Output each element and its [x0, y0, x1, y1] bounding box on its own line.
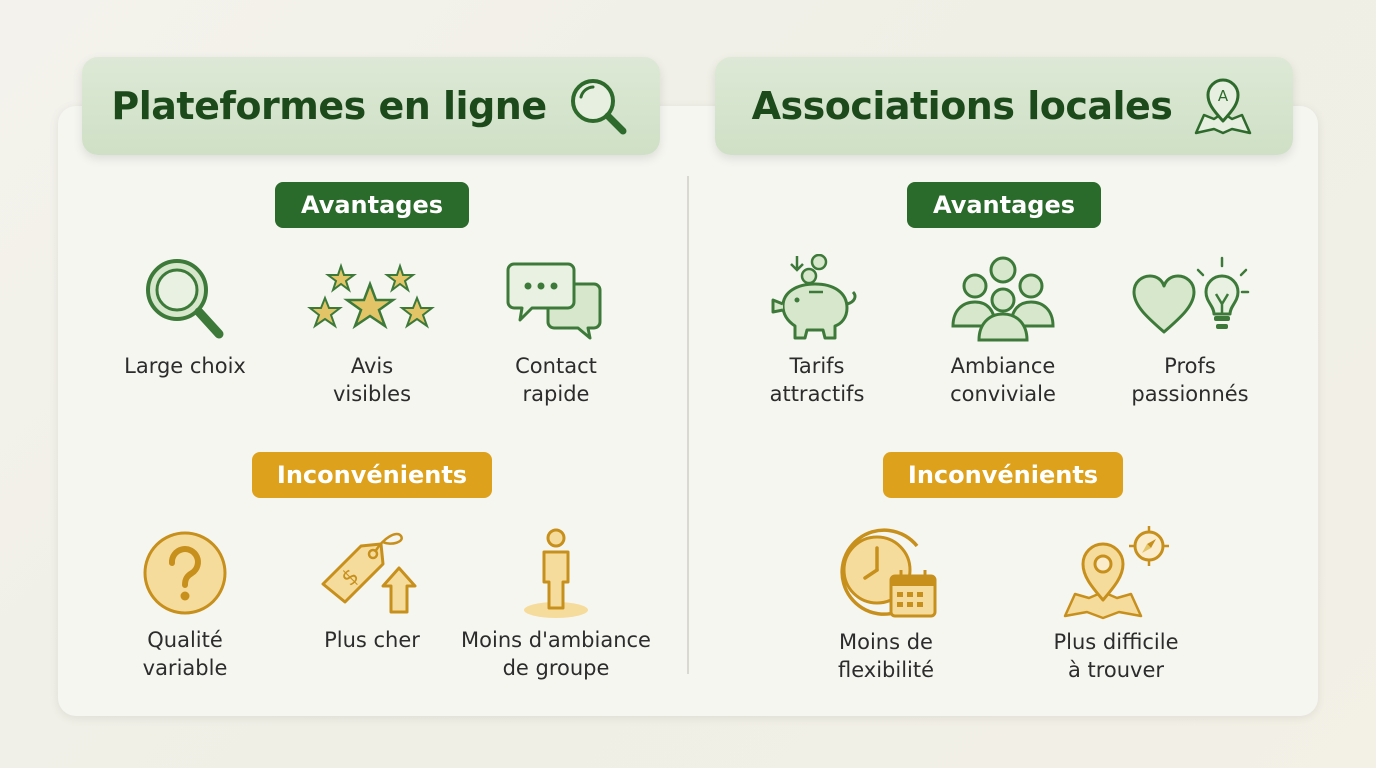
drawback-moins-flexibilite: Moins de flexibilité	[776, 524, 996, 684]
advantage-avis-visibles: Avis visibles	[262, 254, 482, 408]
label-contact-rapide: Contact rapide	[515, 354, 597, 406]
label-moins-ambiance: Moins d'ambiance de groupe	[461, 628, 651, 680]
badge-drawbacks-left: Inconvénients	[252, 452, 492, 498]
label-plus-difficile: Plus difficile à trouver	[1053, 630, 1179, 682]
label-profs-passionnes: Profs passionnés	[1131, 354, 1249, 406]
advantage-profs-passionnes: Profs passionnés	[1080, 254, 1300, 408]
price-tag-up-icon: $	[321, 532, 417, 614]
header-title-right: Associations locales	[751, 84, 1173, 128]
svg-text:A: A	[1218, 87, 1229, 105]
magnifier-icon	[146, 259, 224, 339]
label-tarifs-attractifs: Tarifs attractifs	[769, 354, 865, 406]
drawback-moins-ambiance: Moins d'ambiance de groupe	[446, 528, 666, 682]
header-local-associations: Associations locales A	[715, 57, 1293, 155]
map-pin-icon: A	[1195, 78, 1252, 135]
badge-advantages-left: Avantages	[275, 182, 469, 228]
chat-bubbles-icon	[506, 262, 602, 340]
stars-icon	[307, 262, 435, 330]
advantage-tarifs-attractifs: Tarifs attractifs	[707, 254, 927, 408]
question-icon	[143, 531, 227, 615]
drawback-plus-cher: $ Plus cher	[262, 528, 482, 654]
group-icon	[951, 256, 1055, 342]
label-plus-cher: Plus cher	[324, 628, 420, 652]
advantage-large-choix: Large choix	[75, 254, 295, 380]
clock-calendar-icon	[840, 528, 937, 618]
label-avis-visibles: Avis visibles	[332, 354, 412, 406]
heart-lightbulb-icon	[1132, 256, 1250, 334]
advantage-contact-rapide: Contact rapide	[446, 254, 666, 408]
badge-drawbacks-right: Inconvénients	[883, 452, 1123, 498]
map-compass-icon	[1063, 526, 1169, 620]
header-title-left: Plateformes en ligne	[111, 84, 547, 128]
drawback-plus-difficile: Plus difficile à trouver	[1006, 524, 1226, 684]
header-online-platforms: Plateformes en ligne	[82, 57, 660, 155]
single-person-icon	[524, 528, 588, 618]
magnifier-icon	[570, 79, 627, 135]
column-divider	[687, 176, 689, 674]
label-qualite-variable: Qualité variable	[142, 628, 228, 680]
label-ambiance-conviviale: Ambiance conviviale	[950, 354, 1056, 406]
badge-advantages-right: Avantages	[907, 182, 1101, 228]
advantage-ambiance-conviviale: Ambiance conviviale	[893, 254, 1113, 408]
drawback-qualite-variable: Qualité variable	[75, 528, 295, 682]
piggy-bank-icon	[771, 254, 857, 340]
label-large-choix: Large choix	[124, 354, 246, 378]
label-moins-flexibilite: Moins de flexibilité	[837, 630, 935, 682]
